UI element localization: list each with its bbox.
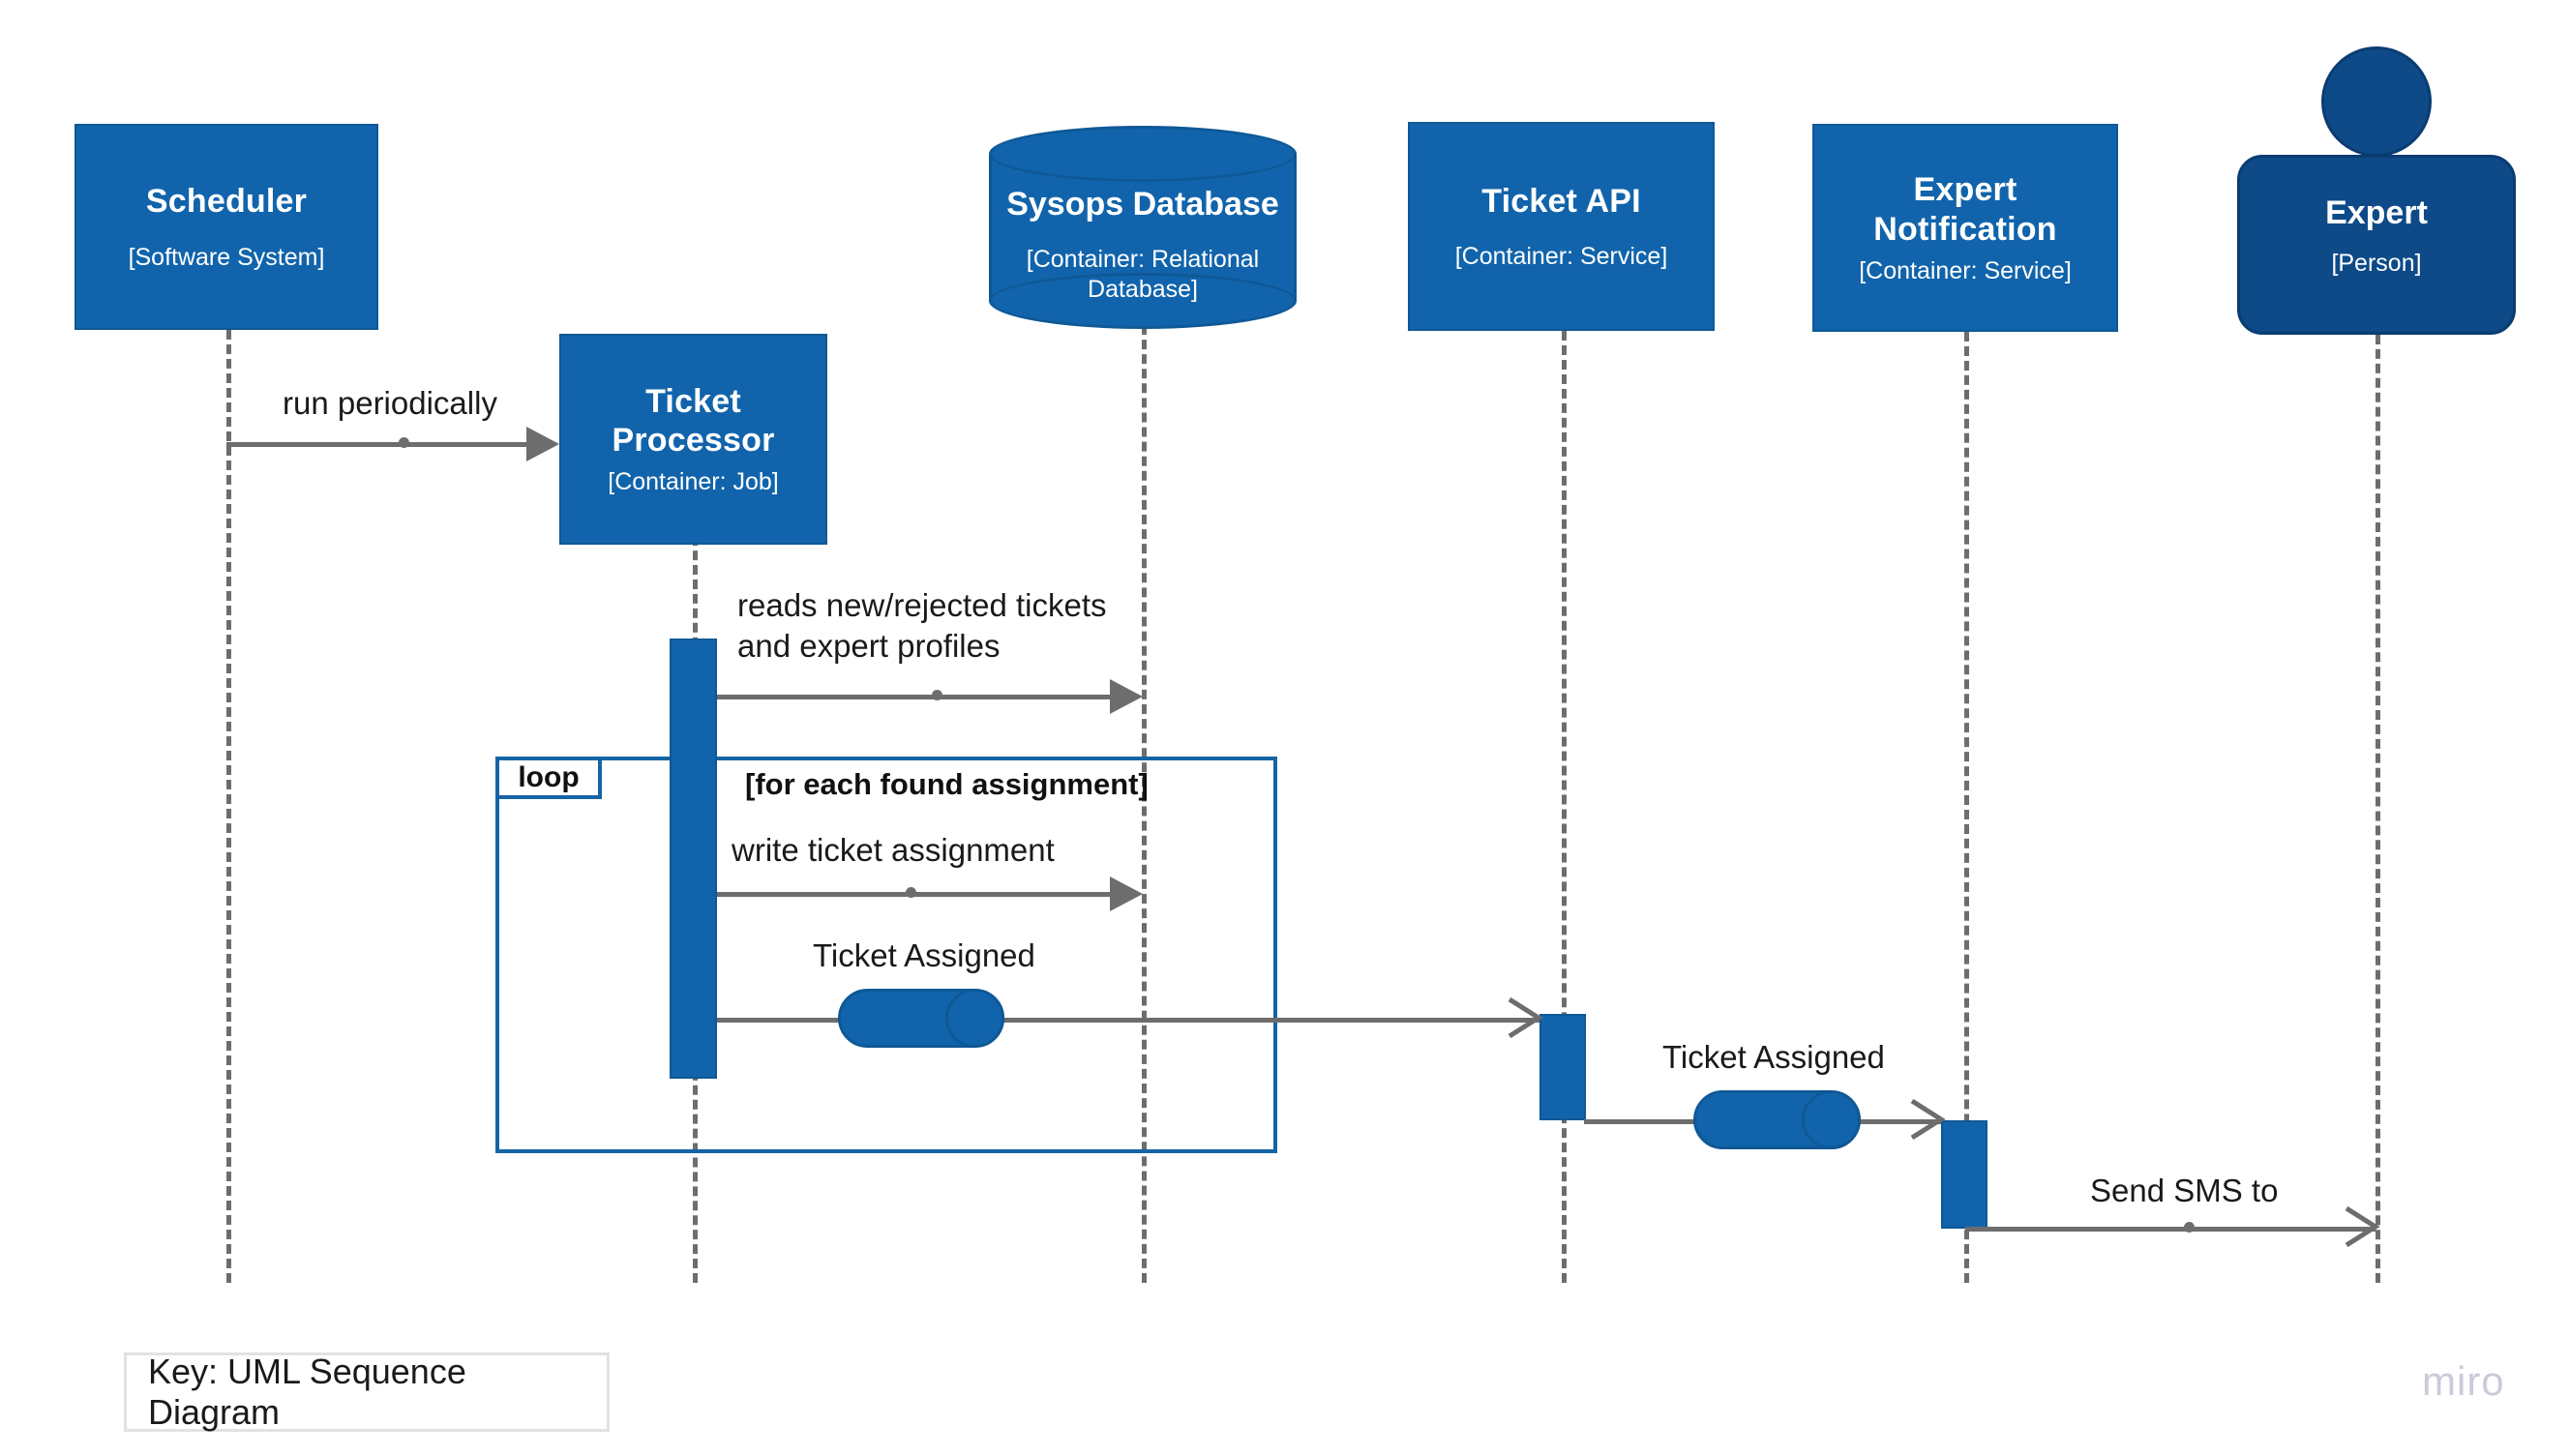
lifeline-expert [2376,335,2380,1283]
participant-expert-title: Expert [2325,194,2428,231]
participant-sysops-database[interactable]: Sysops Database [Container: Relational D… [989,126,1297,329]
message-reads-tickets-dot [932,690,942,700]
message-write-ticket-assignment-arrowhead-icon [1110,877,1143,911]
participant-ticket-processor-title: Ticket Processor [612,382,775,459]
activation-ticket-processor [670,639,717,1079]
lifeline-expert-notification [1964,332,1969,1283]
participant-expert-notification-title: Expert Notification [1873,171,2057,248]
miro-watermark: miro [2422,1358,2505,1404]
loop-fragment [495,757,1277,1153]
activation-expert-notification [1941,1120,1987,1229]
activation-ticket-api [1539,1014,1586,1120]
participant-ticket-processor[interactable]: Ticket Processor [Container: Job] [559,334,827,545]
queue-pipe-cap [945,989,1004,1048]
diagram-key-box: Key: UML Sequence Diagram [124,1352,610,1432]
message-ticket-assigned-api-label: Ticket Assigned [813,937,1035,973]
message-run-periodically-arrowhead-icon [526,427,559,461]
participant-scheduler[interactable]: Scheduler [Software System] [75,124,378,330]
diagram-key-label: Key: UML Sequence Diagram [148,1352,466,1432]
message-ticket-assigned-api-queue-icon [838,989,1004,1048]
message-send-sms-dot [2184,1222,2195,1233]
person-head-icon [2321,46,2432,157]
message-send-sms-line [1965,1227,2376,1232]
participant-scheduler-title: Scheduler [145,183,308,221]
database-text-group: Sysops Database [Container: Relational D… [989,186,1297,304]
participant-expert[interactable]: Expert [Person] [2237,46,2516,335]
database-cylinder-top-cap [989,126,1297,182]
lifeline-sysops-database [1142,325,1147,1283]
participant-sysops-database-title: Sysops Database [1006,186,1279,223]
message-ticket-assigned-api-line [717,1018,1539,1023]
message-reads-tickets-line [717,695,1110,699]
message-write-ticket-assignment-label: write ticket assignment [732,832,1055,868]
message-ticket-assigned-notification-label: Ticket Assigned [1662,1039,1885,1075]
loop-fragment-guard: [for each found assignment] [745,767,1149,801]
message-ticket-assigned-notification-queue-icon [1693,1090,1861,1149]
participant-expert-notification[interactable]: Expert Notification [Container: Service] [1812,124,2118,332]
participant-ticket-processor-technology: [Container: Job] [608,468,779,496]
participant-expert-technology: [Person] [2331,250,2422,277]
message-run-periodically-label: run periodically [283,385,497,421]
lifeline-ticket-api [1562,331,1567,1283]
participant-scheduler-technology: [Software System] [128,243,325,271]
message-ticket-assigned-notification-arrowhead-icon [1908,1099,1946,1140]
person-body: Expert [Person] [2237,155,2516,335]
message-run-periodically-line [226,442,526,447]
lifeline-scheduler [226,330,231,1283]
loop-fragment-operator-label: loop [495,757,602,799]
message-ticket-assigned-api-arrowhead-icon [1506,997,1543,1038]
message-send-sms-arrowhead-icon [2343,1206,2380,1247]
participant-ticket-api[interactable]: Ticket API [Container: Service] [1408,122,1715,331]
participant-expert-notification-technology: [Container: Service] [1859,256,2072,284]
message-run-periodically-dot [399,437,409,448]
message-write-ticket-assignment-dot [906,887,916,898]
database-cylinder-bottom-cap [989,273,1297,329]
participant-sysops-database-technology: [Container: Relational Database] [1026,246,1260,303]
participant-ticket-api-title: Ticket API [1481,182,1641,220]
message-reads-tickets-label: reads new/rejected tickets and expert pr… [737,587,1107,665]
message-send-sms-label: Send SMS to [2090,1173,2279,1208]
queue-pipe-cap [1802,1090,1861,1149]
message-reads-tickets-arrowhead-icon [1110,679,1143,714]
participant-ticket-api-technology: [Container: Service] [1454,243,1668,271]
